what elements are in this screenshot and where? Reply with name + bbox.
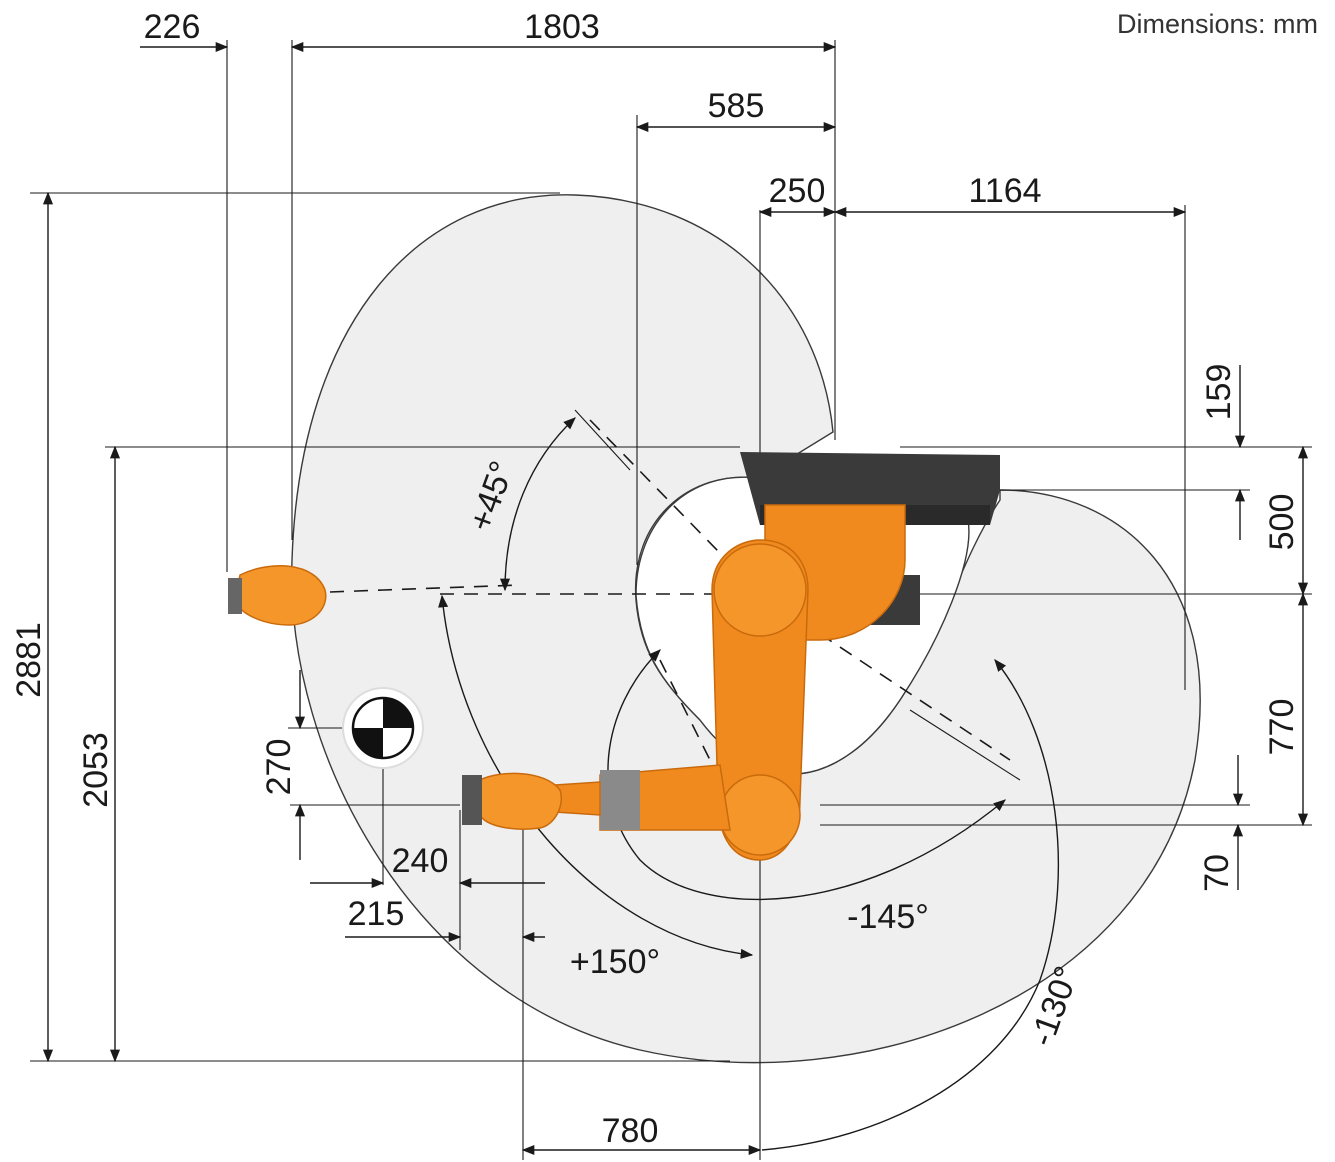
dim-585: 585 bbox=[708, 87, 765, 125]
center-of-mass-icon bbox=[342, 687, 424, 769]
dim-1164: 1164 bbox=[968, 172, 1041, 210]
dim-70: 70 bbox=[1198, 854, 1236, 892]
dim-215: 215 bbox=[348, 895, 405, 933]
dim-500: 500 bbox=[1263, 494, 1301, 551]
dim-240: 240 bbox=[392, 842, 449, 880]
dim-2881: 2881 bbox=[10, 622, 48, 698]
dim-250: 250 bbox=[769, 172, 826, 210]
dim-270: 270 bbox=[260, 739, 298, 796]
dim-2053: 2053 bbox=[77, 732, 115, 808]
dim-770: 770 bbox=[1263, 699, 1301, 756]
robot-arm bbox=[228, 504, 906, 861]
angle-plus-150: +150° bbox=[570, 943, 660, 981]
angle-minus-145: -145° bbox=[847, 898, 929, 936]
dim-780: 780 bbox=[602, 1112, 659, 1150]
dim-1803: 1803 bbox=[524, 8, 600, 46]
units-note: Dimensions: mm bbox=[1117, 9, 1318, 39]
dim-159: 159 bbox=[1200, 364, 1238, 421]
dim-226: 226 bbox=[144, 8, 201, 46]
